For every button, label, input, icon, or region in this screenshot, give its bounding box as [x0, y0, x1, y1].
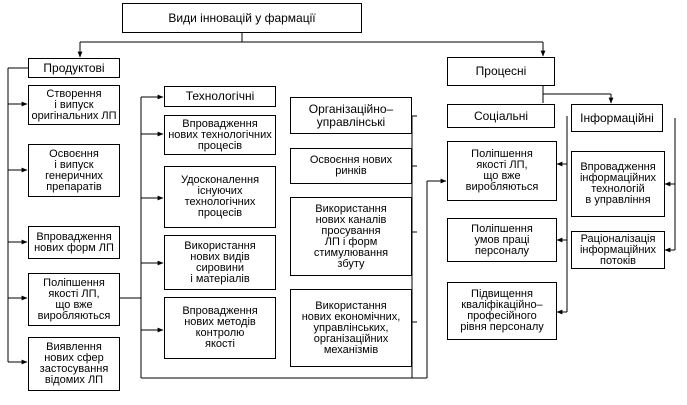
products-item-2: Освоєння і випуск генеричних препаратів: [28, 144, 120, 197]
organizational-item-2: Використання нових каналів просування ЛП…: [290, 197, 412, 276]
products-item-5: Виявлення нових сфер застосування відоми…: [28, 337, 120, 391]
products-item-4: Поліпшення якості ЛП, що вже виробляютьс…: [28, 273, 120, 326]
social-item-2: Поліпшення умов праці персоналу: [447, 218, 557, 262]
organizational-header: Організаційно– управлінські: [290, 97, 412, 134]
social-item-1: Поліпшення якості ЛП, що вже виробляютьс…: [447, 141, 557, 201]
process-header: Процесні: [447, 57, 555, 86]
social-header: Соціальні: [447, 104, 555, 128]
products-item-1: Створення і випуск оригінальних ЛП: [28, 85, 120, 125]
informational-item-2: Раціоналізація інформаційних потоків: [571, 231, 665, 269]
social-item-3: Підвищення кваліфікаційно– професійного …: [447, 282, 557, 340]
informational-item-1: Впровадження інформаційних технологій в …: [571, 151, 665, 217]
technological-header: Технологічні: [164, 86, 276, 107]
technological-item-2: Удосконалення існуючих технологічних про…: [164, 166, 276, 228]
products-header: Продуктові: [28, 58, 120, 78]
technological-item-3: Використання нових видів сировини і мате…: [164, 235, 276, 290]
technological-item-1: Впровадження нових технологічних процесі…: [164, 115, 276, 155]
products-item-3: Впровадження нових форм ЛП: [28, 226, 120, 259]
organizational-item-1: Освоєння нових ринків: [290, 148, 412, 184]
organizational-item-3: Використання нових економічних, управлін…: [290, 289, 412, 367]
diagram-title: Види інновацій у фармації: [122, 3, 362, 33]
technological-item-4: Впровадження нових методів контролю якос…: [164, 297, 276, 359]
informational-header: Інформаційні: [571, 104, 663, 132]
